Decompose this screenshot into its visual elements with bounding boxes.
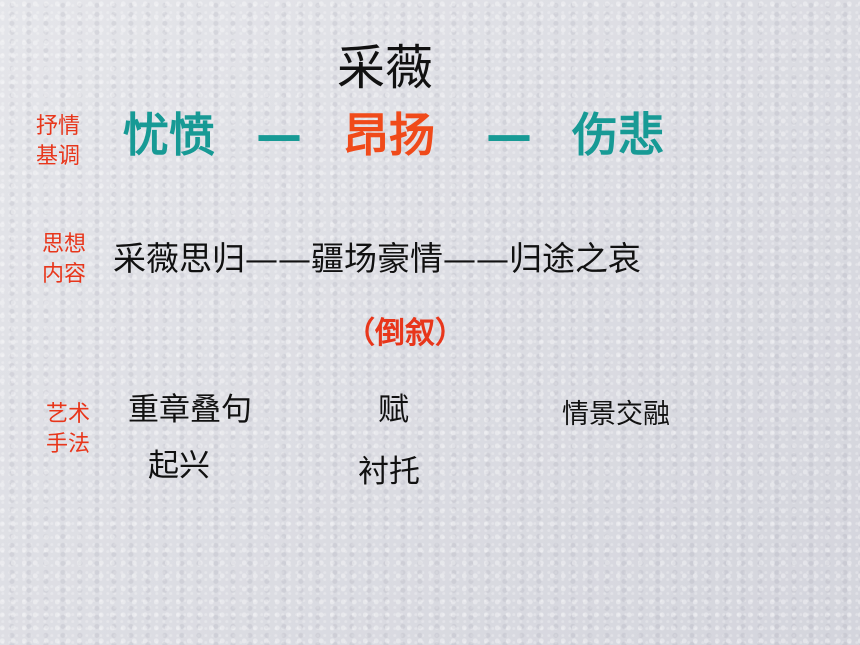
content-text: 采薇思归——疆场豪情——归途之哀 [113,239,641,278]
content-label-line1: 思想 [42,232,87,257]
slide-title: 采薇 [337,40,434,96]
tone-dash-1: — [256,108,302,162]
tone-label: 抒情 基调 [36,112,80,172]
art-item-qixing: 起兴 [148,448,210,484]
tone-item-angyang: 昂扬 [343,108,435,162]
tone-item-shangbei: 伤悲 [572,108,664,162]
tone-item-youfen: 忧愤 [123,108,215,162]
tone-label-line2: 基调 [36,144,81,169]
art-label: 艺术 手法 [46,400,90,460]
art-item-qingjing: 情景交融 [562,399,670,430]
content-label: 思想 内容 [42,230,86,290]
art-label-line2: 手法 [46,432,91,457]
content-label-line2: 内容 [42,262,87,287]
art-item-chentuo: 衬托 [358,454,420,490]
flashback-note: （倒叙） [345,316,465,351]
tone-dash-2: — [486,108,532,162]
art-label-line1: 艺术 [46,402,91,427]
art-item-chongzhang: 重章叠句 [128,392,252,428]
tone-label-line1: 抒情 [36,114,81,139]
art-item-fu: 赋 [378,392,409,428]
